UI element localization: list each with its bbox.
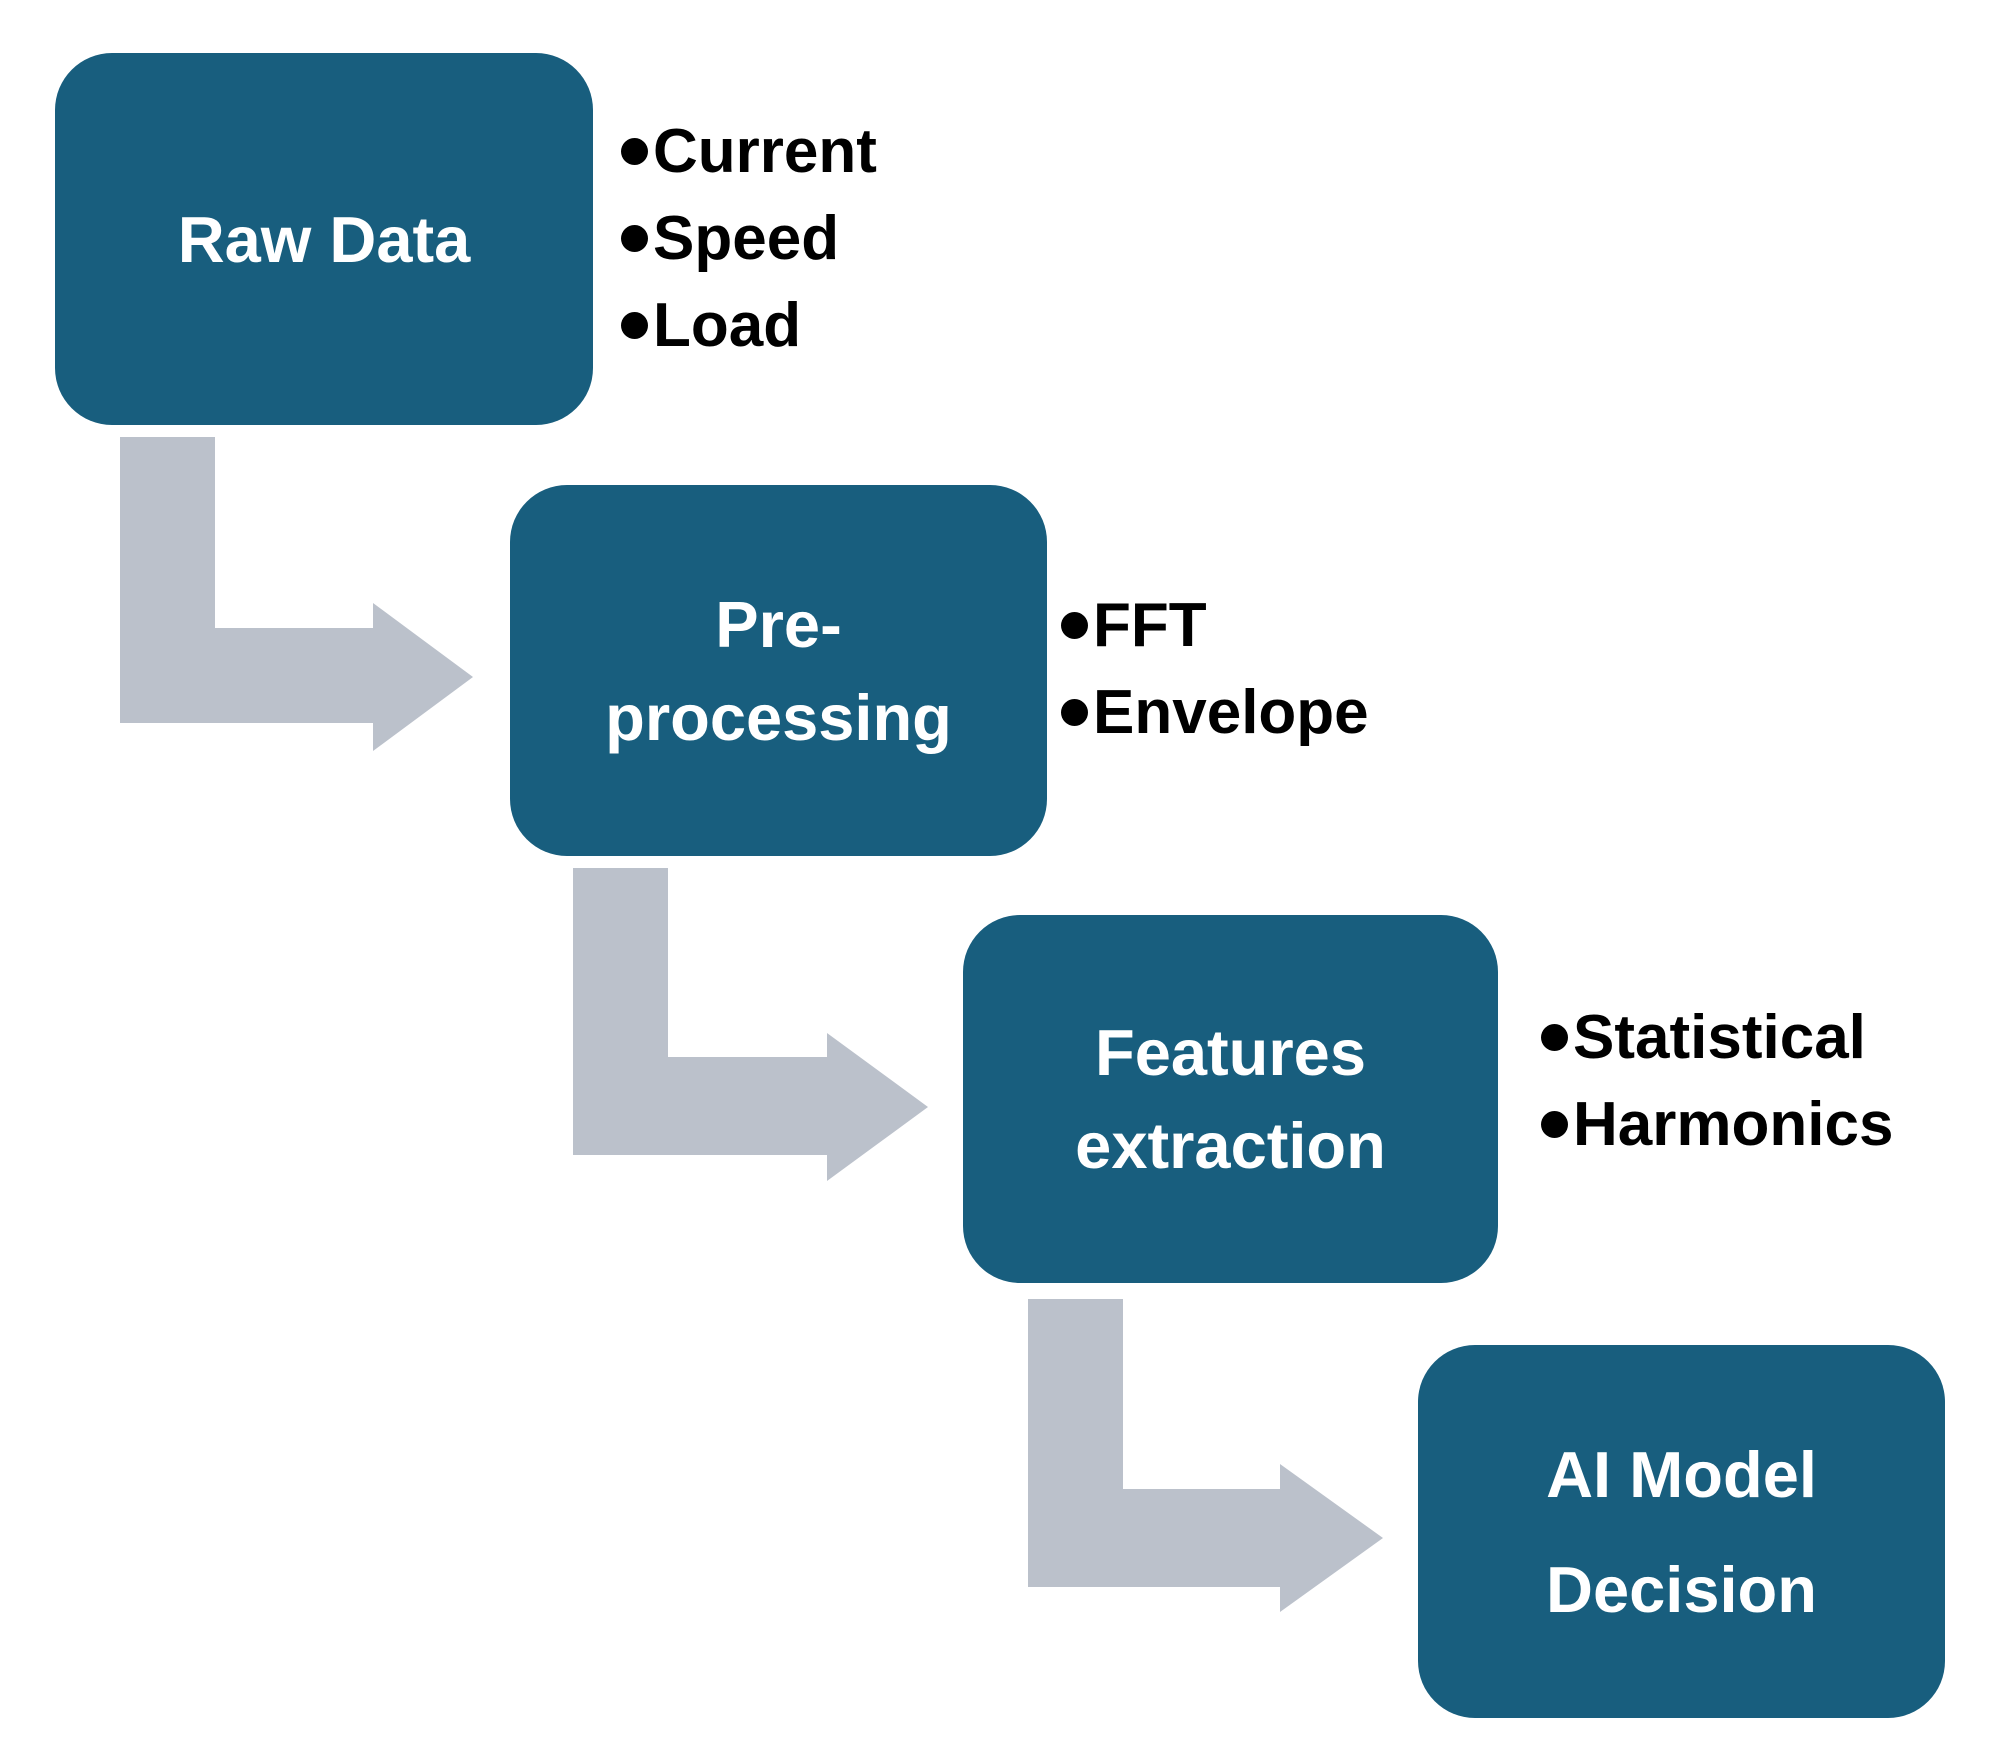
list-item: Load	[621, 282, 877, 369]
bullet-label: Statistical	[1573, 1003, 1866, 1072]
bullet-list-features-extraction: Statistical Harmonics	[1541, 994, 1893, 1168]
bullet-list-raw-data: Current Speed Load	[621, 108, 877, 369]
step-box-raw-data: Raw Data	[55, 53, 593, 425]
bullet-icon	[621, 312, 648, 339]
bullet-icon	[1541, 1111, 1568, 1138]
elbow-arrow-icon-preprocessing-to-features	[573, 868, 928, 1181]
list-item: Current	[621, 108, 877, 195]
elbow-arrow-icon-features-to-aimodel	[1028, 1299, 1383, 1612]
list-item: Statistical	[1541, 994, 1893, 1081]
step-title-line: Decision	[1546, 1552, 1817, 1626]
bullet-label: Speed	[653, 204, 840, 273]
bullet-list-pre-processing: FFT Envelope	[1061, 582, 1369, 756]
step-title-line: extraction	[1075, 1109, 1386, 1182]
bullet-label: FFT	[1093, 591, 1207, 660]
bullet-label: Harmonics	[1573, 1090, 1894, 1159]
step-box-pre-processing: Pre- processing	[510, 485, 1047, 856]
step-title-line: Raw Data	[177, 202, 471, 276]
bullet-icon	[621, 225, 648, 252]
step-box-ai-model-decision: AI Model Decision	[1418, 1345, 1945, 1718]
bullet-icon	[1541, 1024, 1568, 1051]
list-item: Harmonics	[1541, 1081, 1893, 1168]
step-title-line: Pre-	[715, 587, 842, 661]
bullet-icon	[1061, 699, 1088, 726]
step-title-line: processing	[605, 680, 952, 754]
list-item: Envelope	[1061, 669, 1369, 756]
step-box-features-extraction: Features extraction	[963, 915, 1498, 1283]
bullet-label: Load	[653, 291, 802, 360]
bullet-icon	[1061, 612, 1088, 639]
list-item: Speed	[621, 195, 877, 282]
bullet-icon	[621, 138, 648, 165]
bullet-label: Current	[653, 117, 877, 186]
step-title-line: Features	[1095, 1016, 1366, 1089]
elbow-arrow-icon-raw-to-preprocessing	[120, 437, 473, 751]
step-title-line: AI Model	[1546, 1437, 1817, 1511]
bullet-label: Envelope	[1093, 678, 1369, 747]
list-item: FFT	[1061, 582, 1369, 669]
